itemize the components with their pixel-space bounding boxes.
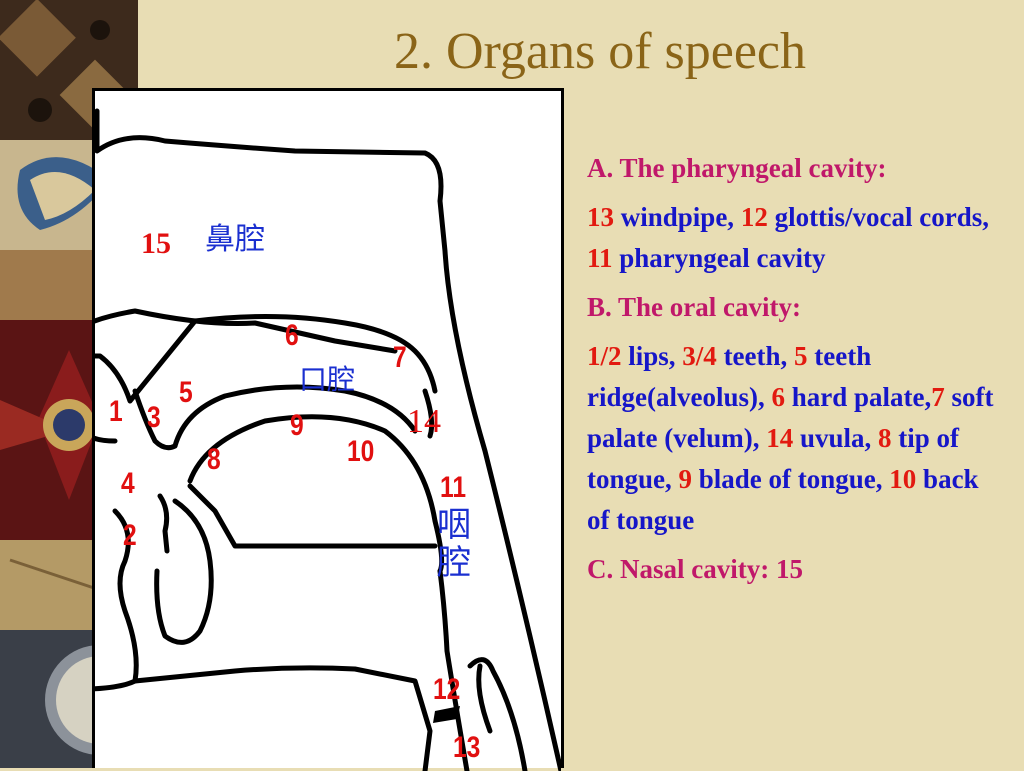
term-number: 9 [678, 464, 693, 494]
label-2: 2 [123, 519, 137, 552]
term-text: uvula, [793, 423, 879, 453]
term-text: teeth ridge(alveolus), [587, 341, 872, 412]
section-b-heading: B. The oral cavity: [587, 287, 1007, 328]
label-13: 13 [453, 731, 481, 764]
section-heading: A. The pharyngeal cavity: [587, 153, 887, 183]
label-15: 15 [141, 227, 171, 260]
section-a-body: 13 windpipe, 12 glottis/vocal cords, 11 … [587, 197, 1007, 279]
label-4: 4 [121, 467, 135, 500]
term-text: soft palate (velum), [587, 382, 994, 453]
term-number: 14 [766, 423, 794, 453]
label-1: 1 [109, 395, 123, 428]
label-7: 7 [393, 341, 407, 374]
oral-cavity-chinese-label: 口腔 [299, 365, 356, 396]
section-c-heading: C. Nasal cavity: 15 [587, 549, 1007, 590]
section-heading: B. The oral cavity: [587, 292, 801, 322]
term-text: windpipe, [614, 202, 741, 232]
label-8: 8 [207, 443, 221, 476]
label-3: 3 [147, 401, 161, 434]
term-number: 5 [794, 341, 808, 371]
section-b-body: 1/2 lips, 3/4 teeth, 5 teeth ridge(alveo… [587, 336, 1007, 541]
pharynx-chinese-label-2: 腔 [437, 545, 471, 582]
term-text: blade of tongue, [692, 464, 890, 494]
term-number: 11 [587, 243, 613, 273]
term-text: glottis/vocal cords, [767, 202, 990, 232]
label-11: 11 [440, 471, 467, 504]
slide-title: 2. Organs of speech [393, 23, 807, 80]
label-10: 10 [347, 435, 375, 468]
label-14: 14 [407, 403, 441, 440]
term-text: tip of tongue, [587, 423, 960, 494]
label-6: 6 [285, 319, 299, 352]
term-number: 1/2 [587, 341, 622, 371]
term-text: lips, [621, 341, 683, 371]
speech-organs-diagram: 15 鼻腔 6 7 口腔 1 3 5 9 14 10 8 4 11 咽 腔 2 … [92, 88, 564, 771]
term-text: hard palate, [784, 382, 932, 412]
term-number: 7 [931, 382, 945, 412]
term-number: 8 [878, 423, 892, 453]
term-number: 10 [889, 464, 917, 494]
section-a-heading: A. The pharyngeal cavity: [587, 148, 1007, 189]
vocal-tract-outline [95, 108, 561, 771]
term-number: 3/4 [682, 341, 717, 371]
term-number: 12 [740, 202, 768, 232]
term-text: pharyngeal cavity [612, 243, 826, 273]
term-text: teeth, [716, 341, 795, 371]
label-9: 9 [290, 409, 304, 442]
pharynx-chinese-label-1: 咽 [437, 507, 471, 544]
nasal-cavity-chinese-label: 鼻腔 [205, 223, 265, 256]
term-number: 13 [587, 202, 614, 232]
term-text: back of tongue [587, 464, 979, 535]
section-heading: C. Nasal cavity: 15 [587, 554, 803, 584]
term-number: 6 [771, 382, 785, 412]
description-panel: A. The pharyngeal cavity: 13 windpipe, 1… [587, 148, 1007, 598]
label-5: 5 [179, 376, 193, 409]
label-12: 12 [433, 673, 461, 706]
